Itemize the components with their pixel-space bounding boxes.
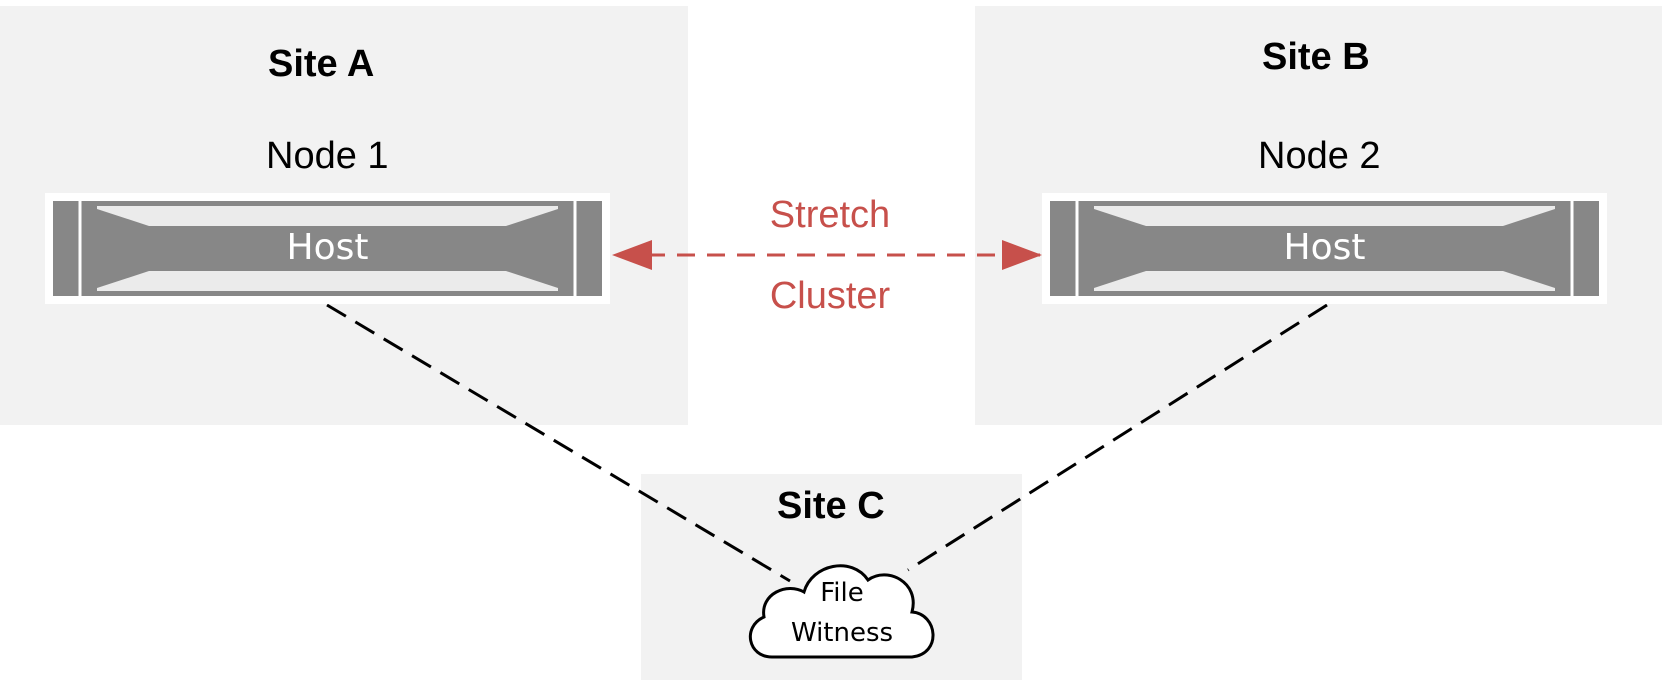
cluster-label: Cluster bbox=[769, 275, 891, 317]
host-node-2: Host bbox=[1042, 193, 1607, 304]
node-1-label: Node 1 bbox=[266, 135, 389, 177]
file-witness: File Witness bbox=[742, 542, 942, 662]
site-b-title: Site B bbox=[1262, 36, 1370, 78]
host-label: Host bbox=[1283, 227, 1366, 268]
witness-link-a bbox=[326, 303, 791, 583]
arrow-left-icon bbox=[612, 240, 652, 270]
cloud-icon bbox=[748, 564, 935, 659]
witness-line-1: File bbox=[820, 578, 864, 608]
host-node-1: Host bbox=[45, 193, 610, 304]
site-c-title: Site C bbox=[777, 485, 885, 527]
node-2-label: Node 2 bbox=[1258, 135, 1381, 177]
server-host-icon bbox=[45, 193, 610, 304]
witness-link-b bbox=[907, 303, 1328, 572]
server-host-icon bbox=[1042, 193, 1607, 304]
site-a-title: Site A bbox=[268, 43, 375, 85]
stretch-label: Stretch bbox=[769, 194, 891, 236]
host-label: Host bbox=[286, 227, 369, 268]
arrow-right-icon bbox=[1002, 240, 1042, 270]
witness-line-2: Witness bbox=[790, 618, 894, 648]
